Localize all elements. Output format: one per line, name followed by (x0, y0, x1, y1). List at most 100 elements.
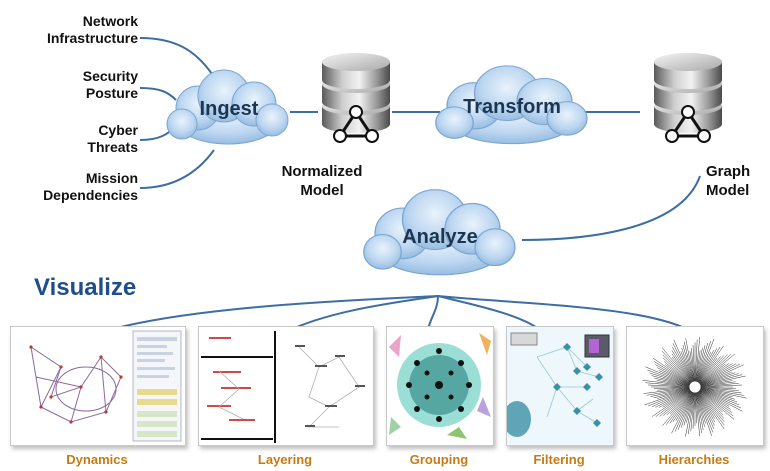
hierarchy-ray (694, 373, 739, 388)
visualize-connectors (95, 295, 693, 335)
hierarchy-ray (694, 347, 703, 388)
hierarchy-ray (648, 386, 696, 407)
connector-to-layering (285, 295, 439, 333)
hierarchy-ray (694, 386, 739, 391)
hierarchy-ray (694, 371, 732, 388)
hierarchy-ray (659, 386, 696, 417)
hierarchy-ray (694, 338, 715, 388)
hierarchy-ray (694, 386, 735, 420)
hierarchy-ray (643, 386, 696, 394)
graph-model-database-icon (652, 51, 724, 144)
hierarchy-ray (656, 380, 696, 388)
hierarchy-ray (658, 386, 696, 408)
hierarchy-ray (645, 382, 696, 388)
hierarchy-ray (694, 386, 715, 430)
analyze-label: Analyze (402, 226, 478, 248)
hierarchy-ray (651, 386, 696, 408)
hierarchy-ray (671, 353, 696, 388)
hierarchy-ray (694, 363, 737, 388)
hierarchy-ray (694, 386, 715, 426)
hierarchy-ray (645, 366, 696, 388)
hierarchy-ray (694, 386, 730, 407)
hierarchy-ray (663, 357, 696, 388)
grouping-panel (386, 326, 494, 446)
hierarchy-ray (655, 386, 696, 408)
hierarchy-ray (662, 354, 696, 388)
hierarchy-ray (642, 379, 696, 388)
hierarchy-ray (694, 386, 725, 419)
hierarchy-ray (694, 372, 736, 388)
hierarchy-ray (690, 386, 696, 432)
hierarchy-ray (653, 386, 696, 399)
connector-to-dynamics (95, 295, 439, 335)
graph-model-label: Graph Model (706, 163, 751, 199)
hierarchy-ray (694, 386, 738, 403)
hierarchy-ray (661, 347, 696, 388)
hierarchy-ray (694, 386, 725, 423)
hierarchy-ray (694, 386, 725, 430)
connector-to-grouping (427, 295, 439, 331)
hierarchy-ray (694, 354, 728, 388)
hierarchy-ray (694, 336, 701, 388)
hierarchy-ray (694, 339, 698, 388)
connector-to-hierarchies (437, 295, 693, 333)
source-security-posture: Security Posture (82, 68, 138, 101)
hierarchy-ray (675, 386, 696, 421)
hierarchy-ray (694, 346, 721, 388)
hierarchy-ray (694, 364, 744, 388)
hierarchy-ray (666, 386, 696, 425)
hierarchy-ray (694, 386, 747, 399)
dynamics-panel (10, 326, 186, 446)
hierarchy-ray (694, 386, 733, 398)
hierarchy-ray (694, 384, 743, 388)
hierarchy-ray (683, 341, 696, 388)
hierarchy-ray (694, 386, 733, 413)
hierarchy-ray (661, 351, 696, 388)
hierarchy-ray (694, 386, 724, 416)
hierarchy-ray (692, 345, 696, 388)
hierarchy-ray (694, 375, 746, 388)
hierarchy-ray (644, 386, 696, 406)
hierarchy-ray (662, 386, 696, 426)
hierarchy-ray (694, 386, 740, 406)
hierarchy-ray (655, 386, 696, 417)
hierarchy-ray (694, 386, 725, 426)
hierarchy-ray (672, 343, 696, 388)
hierarchy-ray (683, 386, 696, 426)
hierarchy-ray (646, 386, 696, 396)
hierarchy-ray (669, 386, 696, 424)
hierarchy-ray (650, 386, 696, 397)
hierarchy-ray (672, 346, 696, 388)
hierarchy-ray (694, 363, 741, 388)
hierarchy-ray (694, 374, 743, 388)
hierarchy-ray (694, 386, 700, 437)
hierarchy-ray (694, 342, 709, 388)
hierarchy-ray (694, 383, 739, 388)
source-mission-dependencies: Mission Dependencies (43, 170, 138, 203)
hierarchy-ray (694, 350, 714, 388)
hierarchy-ray (694, 386, 734, 417)
hierarchy-ray (685, 338, 696, 388)
hierarchy-ray (680, 386, 696, 428)
hierarchy-ray (694, 386, 743, 412)
hierarchy-ray (694, 386, 737, 389)
visualize-title: Visualize (34, 274, 137, 301)
hierarchy-ray (663, 361, 696, 388)
connector-network (139, 37, 213, 75)
hierarchy-ray (694, 386, 745, 396)
source-network-infrastructure: Network Infrastructure (46, 13, 138, 46)
hierarchy-ray (674, 386, 696, 432)
hierarchy-ray (647, 384, 696, 388)
connector-graph-analyze (521, 175, 701, 241)
hierarchy-ray (663, 386, 696, 417)
hierarchy-ray (694, 363, 733, 388)
hierarchy-ray (694, 381, 736, 388)
hierarchy-ray (694, 386, 702, 434)
hierarchy-ray (694, 386, 716, 423)
caption-grouping: Grouping (409, 452, 469, 467)
hierarchy-ray (647, 369, 696, 388)
source-connectors (139, 37, 701, 241)
filtering-panel (506, 326, 614, 446)
hierarchy-ray (688, 386, 696, 435)
hierarchy-ray (694, 386, 712, 436)
